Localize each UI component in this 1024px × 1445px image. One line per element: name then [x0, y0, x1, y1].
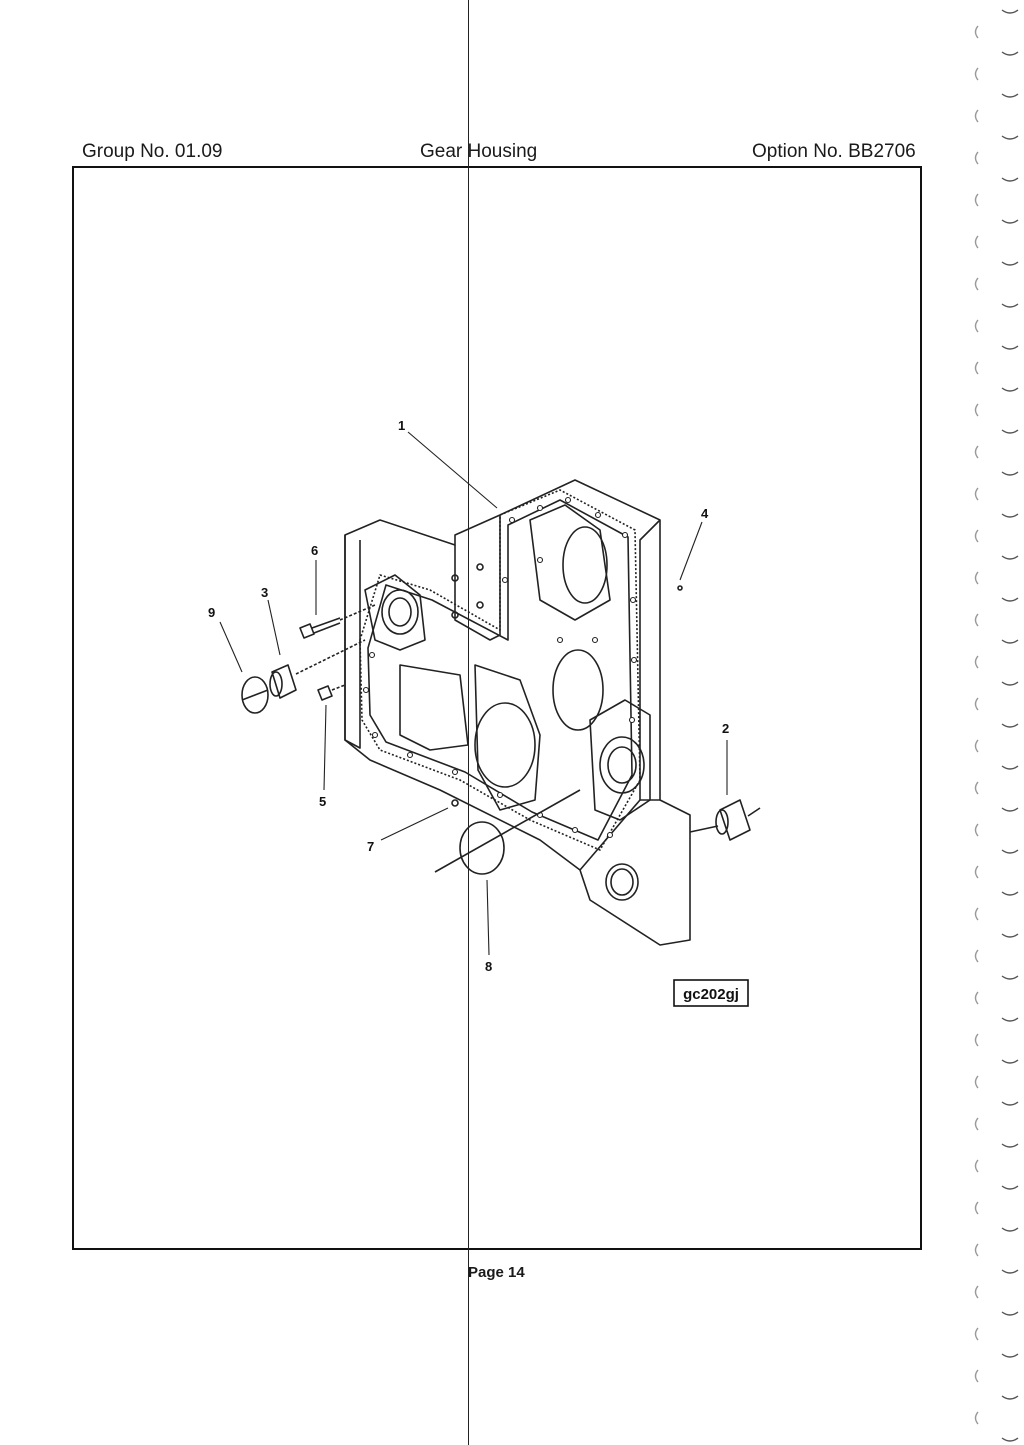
callout-8: 8 [485, 959, 492, 974]
binding-loop [1001, 1395, 1019, 1400]
binding-hole [974, 1117, 979, 1131]
binding-hole [974, 571, 979, 585]
drawing-frame [72, 166, 922, 1250]
callout-2: 2 [722, 721, 729, 736]
callout-4: 4 [701, 506, 709, 521]
binding-loop [1001, 93, 1019, 98]
binding-loop [1001, 9, 1019, 14]
binding-hole [974, 1243, 979, 1257]
binding-loop [1001, 219, 1019, 224]
binding-hole [974, 949, 979, 963]
gear-housing-outline [344, 479, 691, 946]
drawing-reference: gc202gj [683, 986, 739, 1003]
binding-hole [974, 235, 979, 249]
binding-loop [1001, 765, 1019, 770]
binding-hole [974, 487, 979, 501]
binding-loop [1001, 681, 1019, 686]
binding-loop [1001, 135, 1019, 140]
binding-hole [974, 1201, 979, 1215]
group-number: Group No. 01.09 [82, 141, 223, 162]
bolt-part-6 [299, 623, 315, 639]
binding-loop [1001, 1437, 1019, 1442]
binding-hole [974, 1369, 979, 1383]
binding-hole [974, 613, 979, 627]
binding-loop [1001, 555, 1019, 560]
callout-5: 5 [319, 794, 326, 809]
binding-loop [1001, 471, 1019, 476]
binding-hole [974, 193, 979, 207]
ring-part-9 [241, 676, 269, 714]
binding-hole [974, 1411, 979, 1425]
binding-loop [1001, 513, 1019, 518]
binding-hole [974, 739, 979, 753]
binding-loop [1001, 1185, 1019, 1190]
pin-part-4 [677, 585, 683, 591]
callout-6: 6 [311, 543, 318, 558]
binding-loop [1001, 1017, 1019, 1022]
callout-9: 9 [208, 605, 215, 620]
binding-loop [1001, 639, 1019, 644]
binding-loop [1001, 975, 1019, 980]
binding-hole [974, 25, 979, 39]
binding-hole [974, 1159, 979, 1173]
binding-loop [1001, 387, 1019, 392]
binding-hole [974, 151, 979, 165]
binding-loop [1001, 1143, 1019, 1148]
binding-loop [1001, 261, 1019, 266]
binding-loop [1001, 1227, 1019, 1232]
binding-loop [1001, 51, 1019, 56]
binding-loop [1001, 891, 1019, 896]
binding-loop [1001, 1353, 1019, 1358]
callout-3: 3 [261, 585, 268, 600]
binding-hole [974, 361, 979, 375]
dowel-part-7 [451, 799, 459, 807]
binding-hole [974, 1327, 979, 1341]
drawing-reference-box [673, 979, 749, 1007]
plug-part-5 [317, 685, 333, 701]
binding-hole [974, 655, 979, 669]
binding-hole [974, 403, 979, 417]
binding-loop [1001, 1311, 1019, 1316]
binding-hole [974, 1075, 979, 1089]
seal-ring-part-8 [459, 821, 505, 875]
binding-loop [1001, 1269, 1019, 1274]
fold-line [468, 0, 469, 1445]
bearing-part-3 [271, 664, 297, 699]
binding-loop [1001, 177, 1019, 182]
page-number: Page 14 [468, 1264, 525, 1281]
binding-hole [974, 319, 979, 333]
binding-hole [974, 823, 979, 837]
binding-hole [974, 529, 979, 543]
binding-loop [1001, 723, 1019, 728]
bearing-part-2 [719, 799, 751, 841]
binding-loop [1001, 345, 1019, 350]
binding-hole [974, 991, 979, 1005]
binding-hole [974, 865, 979, 879]
binding-hole [974, 277, 979, 291]
binding-hole [974, 781, 979, 795]
binding-loop [1001, 933, 1019, 938]
binding-loop [1001, 849, 1019, 854]
callout-7: 7 [367, 839, 374, 854]
spiral-binding [974, 9, 1019, 1442]
page-title: Gear Housing [420, 141, 538, 162]
callout-1: 1 [398, 418, 405, 433]
binding-hole [974, 67, 979, 81]
binding-loop [1001, 429, 1019, 434]
binding-hole [974, 1033, 979, 1047]
binding-hole [974, 445, 979, 459]
binding-hole [974, 109, 979, 123]
binding-hole [974, 907, 979, 921]
binding-loop [1001, 1101, 1019, 1106]
binding-loop [1001, 1059, 1019, 1064]
binding-hole [974, 697, 979, 711]
binding-loop [1001, 303, 1019, 308]
binding-loop [1001, 807, 1019, 812]
binding-hole [974, 1285, 979, 1299]
binding-loop [1001, 597, 1019, 602]
option-number: Option No. BB2706 [752, 141, 916, 162]
